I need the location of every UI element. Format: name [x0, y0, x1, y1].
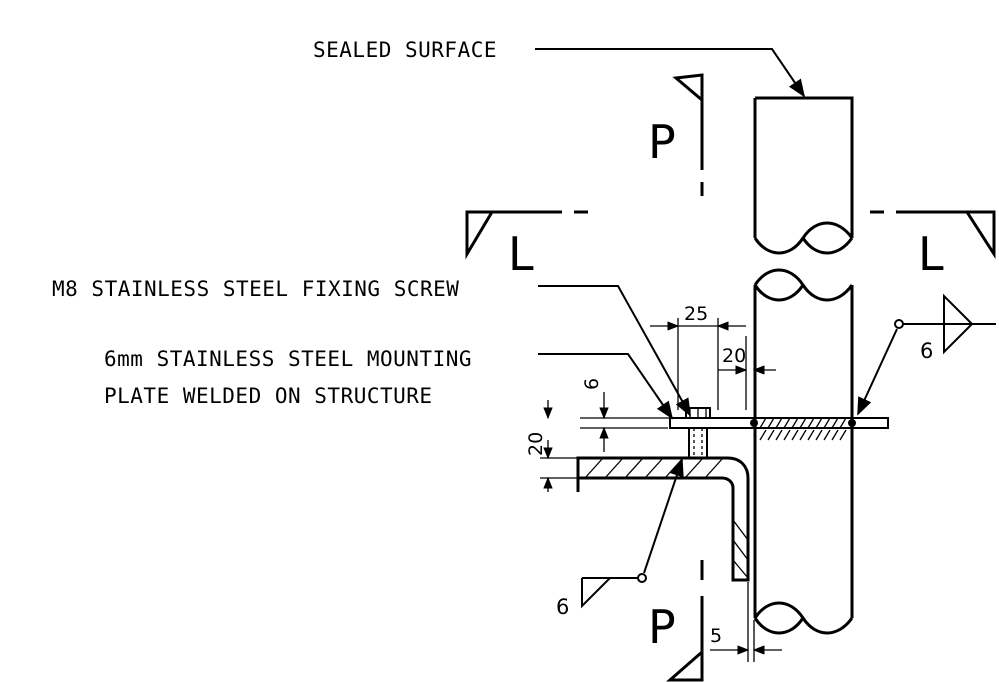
fillet-weld-mark-bottom [581, 577, 611, 609]
plate-weld-hatch [759, 417, 847, 441]
fixing-screw [685, 407, 711, 459]
dimension-5: 5 [710, 582, 782, 662]
dimension-25: 25 [650, 303, 746, 410]
section-label-p-bottom: P [648, 600, 676, 654]
dimension-20-left: 20 [525, 400, 578, 492]
dimension-20-top: 20 [718, 336, 776, 410]
mounting-plate [669, 417, 889, 441]
dim-20-left-label: 20 [525, 432, 547, 456]
section-marker-p-bottom: P [648, 560, 704, 682]
weld-symbol-bottom: 6 [556, 458, 684, 619]
mounting-plate-label-2: PLATE WELDED ON STRUCTURE [104, 384, 433, 408]
break-line-lower-top [753, 268, 854, 302]
screw-shank [688, 427, 708, 459]
section-arrow-p-top [672, 73, 704, 104]
dim-5-label: 5 [710, 625, 722, 647]
section-marker-l-left: L [465, 210, 588, 281]
section-arrow-p-bottom [666, 648, 704, 682]
mounting-plate-label-1: 6mm STAINLESS STEEL MOUNTING [104, 347, 472, 371]
cylinder-upper [753, 96, 854, 255]
break-line-lower-bottom [753, 601, 854, 635]
dim-6-label: 6 [581, 378, 603, 390]
sealed-surface-label: SEALED SURFACE [313, 38, 497, 62]
section-label-l-right: L [918, 227, 944, 281]
mounting-plate-leader [538, 353, 674, 420]
bracket-hatch [584, 457, 749, 579]
mounting-plate-note: 6mm STAINLESS STEEL MOUNTING PLATE WELDE… [104, 347, 674, 420]
section-arrow-l-left [465, 210, 495, 260]
dim-20-top-label: 20 [722, 345, 746, 367]
section-marker-l-right: L [870, 210, 996, 281]
section-marker-p-top: P [648, 73, 704, 196]
fixing-screw-label: M8 STAINLESS STEEL FIXING SCREW [52, 277, 459, 301]
dimension-6: 6 [580, 378, 686, 452]
weld-size-right: 6 [920, 339, 933, 363]
fillet-weld-mark-right [943, 293, 973, 325]
section-label-l-left: L [508, 227, 534, 281]
cylinder-lower [753, 268, 854, 635]
sealed-surface-leader [535, 48, 806, 98]
angle-bracket [576, 456, 750, 582]
sealed-surface-note: SEALED SURFACE [313, 38, 806, 98]
weld-symbol-right: 6 [857, 293, 996, 416]
fixing-screw-note: M8 STAINLESS STEEL FIXING SCREW [52, 277, 691, 417]
section-label-p-top: P [648, 115, 676, 169]
fixing-screw-leader [538, 285, 691, 417]
dim-25-label: 25 [684, 303, 708, 325]
section-arrow-l-right [964, 210, 996, 260]
weld-size-bottom: 6 [556, 595, 569, 619]
